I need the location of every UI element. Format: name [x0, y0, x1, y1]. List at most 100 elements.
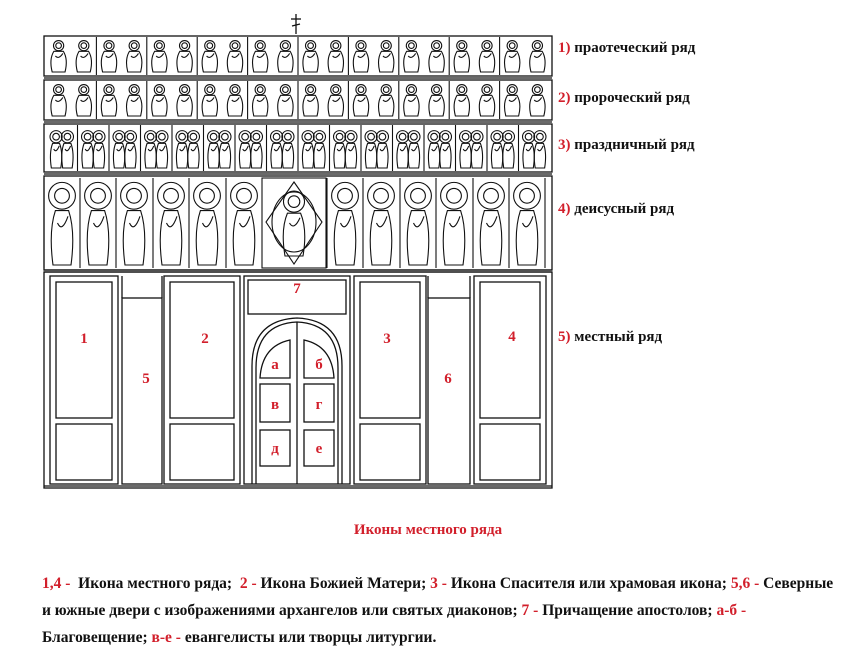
- prophet-figure-1: [51, 85, 66, 116]
- feast-figure: [334, 131, 346, 168]
- forefather-figure-5: [152, 41, 167, 72]
- legend-code: в-е -: [152, 629, 181, 646]
- prophet-figure-13: [353, 85, 368, 116]
- panel-label-1: 1: [80, 331, 88, 347]
- feast-figure: [502, 131, 514, 168]
- legend-code: 2 -: [240, 575, 257, 592]
- row-label-1: 1) праотеческий ряд: [558, 40, 695, 57]
- forefather-figure-1: [51, 41, 66, 72]
- prophet-figure-3: [101, 85, 116, 116]
- legend: 1,4 - Икона местного ряда; 2 - Икона Бож…: [42, 570, 842, 651]
- forefather-figure-4: [127, 41, 142, 72]
- feast-figure: [397, 131, 409, 168]
- forefather-figure-8: [227, 41, 242, 72]
- forefather-figure-11: [303, 41, 318, 72]
- legend-code: 3 -: [430, 575, 447, 592]
- feast-figure: [250, 131, 262, 168]
- panel-label-5: 5: [142, 371, 150, 387]
- forefather-figure-20: [530, 41, 545, 72]
- figure-caption: Иконы местного ряда: [0, 522, 856, 539]
- feast-figure: [408, 131, 420, 168]
- forefather-figure-19: [505, 41, 520, 72]
- prophet-figure-10: [278, 85, 293, 116]
- feast-figure: [113, 131, 125, 168]
- panel-label-3: 3: [383, 331, 391, 347]
- feast-figure: [82, 131, 94, 168]
- row-label-3: 3) праздничный ряд: [558, 137, 695, 154]
- prophet-figure-6: [177, 85, 192, 116]
- prophet-figure-7: [202, 85, 217, 116]
- forefather-figure-15: [404, 41, 419, 72]
- prophet-figure-20: [530, 85, 545, 116]
- prophet-figure-18: [479, 85, 494, 116]
- forefather-figure-3: [101, 41, 116, 72]
- forefather-figure-6: [177, 41, 192, 72]
- deesis-figure-5: [194, 182, 221, 265]
- feast-figure: [460, 131, 472, 168]
- feast-figure: [124, 131, 136, 168]
- feast-figure: [208, 131, 220, 168]
- prophet-figure-14: [379, 85, 394, 116]
- deesis-figure-2: [85, 182, 112, 265]
- prophet-figure-19: [505, 85, 520, 116]
- door-label-g: г: [316, 397, 323, 413]
- feast-figure: [239, 131, 251, 168]
- feast-figure: [471, 131, 483, 168]
- tier-local: [44, 272, 552, 488]
- cross-icon: [291, 14, 301, 34]
- feast-figure: [61, 131, 73, 168]
- door-label-b: б: [315, 357, 323, 373]
- legend-code: 1,4 -: [42, 575, 70, 592]
- christ-figure: [283, 191, 305, 256]
- row-label-2: 2) пророческий ряд: [558, 90, 690, 107]
- feast-figure: [313, 131, 325, 168]
- deesis-figure-1: [49, 182, 76, 265]
- prophet-figure-11: [303, 85, 318, 116]
- feast-figure: [145, 131, 157, 168]
- door-label-e: е: [316, 441, 323, 457]
- feast-figure: [282, 131, 294, 168]
- deesis-figure-3: [121, 182, 148, 265]
- door-label-v: в: [271, 397, 279, 413]
- feast-figure: [176, 131, 188, 168]
- deesis-figure-12: [514, 182, 541, 265]
- feast-figure: [376, 131, 388, 168]
- forefather-figure-14: [379, 41, 394, 72]
- feast-figure: [187, 131, 199, 168]
- feast-figure: [365, 131, 377, 168]
- prophet-figure-17: [454, 85, 469, 116]
- legend-code: 5,6 -: [731, 575, 759, 592]
- forefather-figure-18: [479, 41, 494, 72]
- iconostasis-diagram: 1 2 3 4 5 6 7 а б в г д е: [0, 0, 856, 520]
- forefather-figure-12: [328, 41, 343, 72]
- door-label-a: а: [271, 357, 279, 373]
- feast-figure: [271, 131, 283, 168]
- forefather-figure-13: [353, 41, 368, 72]
- prophet-figure-4: [127, 85, 142, 116]
- legend-text: Икона Божией Матери;: [257, 575, 431, 592]
- legend-text: Причащение апостолов;: [538, 602, 716, 619]
- prophet-figure-2: [76, 85, 91, 116]
- deesis-figure-9: [405, 182, 432, 265]
- forefather-figure-16: [429, 41, 444, 72]
- panel-label-4: 4: [508, 329, 516, 345]
- prophet-figure-5: [152, 85, 167, 116]
- deesis-figure-6: [231, 182, 258, 265]
- feast-figure: [345, 131, 357, 168]
- door-label-d: д: [271, 441, 279, 457]
- feast-figure: [219, 131, 231, 168]
- feast-figure: [534, 131, 546, 168]
- row-label-5: 5) местный ряд: [558, 329, 662, 346]
- forefather-figure-9: [253, 41, 268, 72]
- forefather-figure-10: [278, 41, 293, 72]
- legend-code: 7 -: [522, 602, 539, 619]
- feast-figure: [302, 131, 314, 168]
- feast-figure: [50, 131, 62, 168]
- deesis-figure-8: [368, 182, 395, 265]
- prophet-figure-12: [328, 85, 343, 116]
- panel-label-2: 2: [201, 331, 209, 347]
- forefather-figure-7: [202, 41, 217, 72]
- panel-label-6: 6: [444, 371, 452, 387]
- prophet-figure-9: [253, 85, 268, 116]
- feast-figure: [523, 131, 535, 168]
